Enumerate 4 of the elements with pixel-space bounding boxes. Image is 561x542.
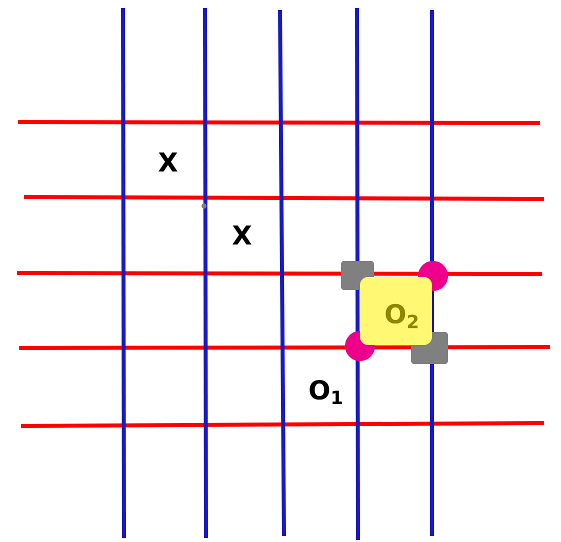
- cross-mark: X: [232, 226, 252, 244]
- cross-mark: X: [158, 152, 178, 172]
- circle-mark: O$_{1}$: [310, 380, 342, 404]
- circle-mark: O$_{2}$: [386, 304, 418, 328]
